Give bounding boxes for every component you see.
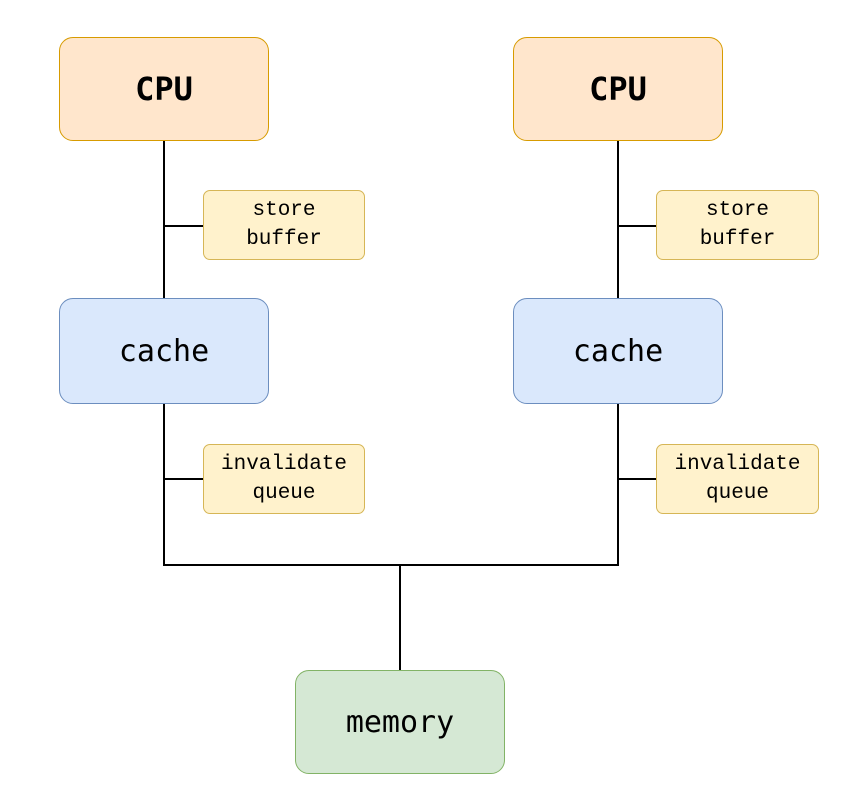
left-cpu-label: CPU [135,70,193,108]
left-cache-label: cache [118,333,210,369]
right-cpu-label: CPU [589,70,647,108]
left-invalidate-queue-line1: invalidate [220,453,348,476]
left-store-buffer-line1: store [252,199,316,222]
left-invalidate-queue-box: invalidate queue [203,444,365,514]
right-store-buffer-box: store buffer [656,190,819,260]
right-invalidate-queue-line2: queue [705,482,769,505]
right-cpu-box: CPU [513,37,723,141]
right-invalidate-queue-box: invalidate queue [656,444,819,514]
left-cache-box: cache [59,298,269,404]
right-cache-box: cache [513,298,723,404]
memory-box: memory [295,670,505,774]
right-store-buffer-line1: store [705,199,769,222]
left-cpu-box: CPU [59,37,269,141]
left-store-buffer-box: store buffer [203,190,365,260]
right-store-buffer-line2: buffer [699,228,776,251]
right-cache-label: cache [572,333,664,369]
left-store-buffer-line2: buffer [246,228,322,251]
memory-label: memory [345,704,455,740]
right-invalidate-queue-line1: invalidate [674,453,801,476]
left-invalidate-queue-line2: queue [252,482,316,505]
